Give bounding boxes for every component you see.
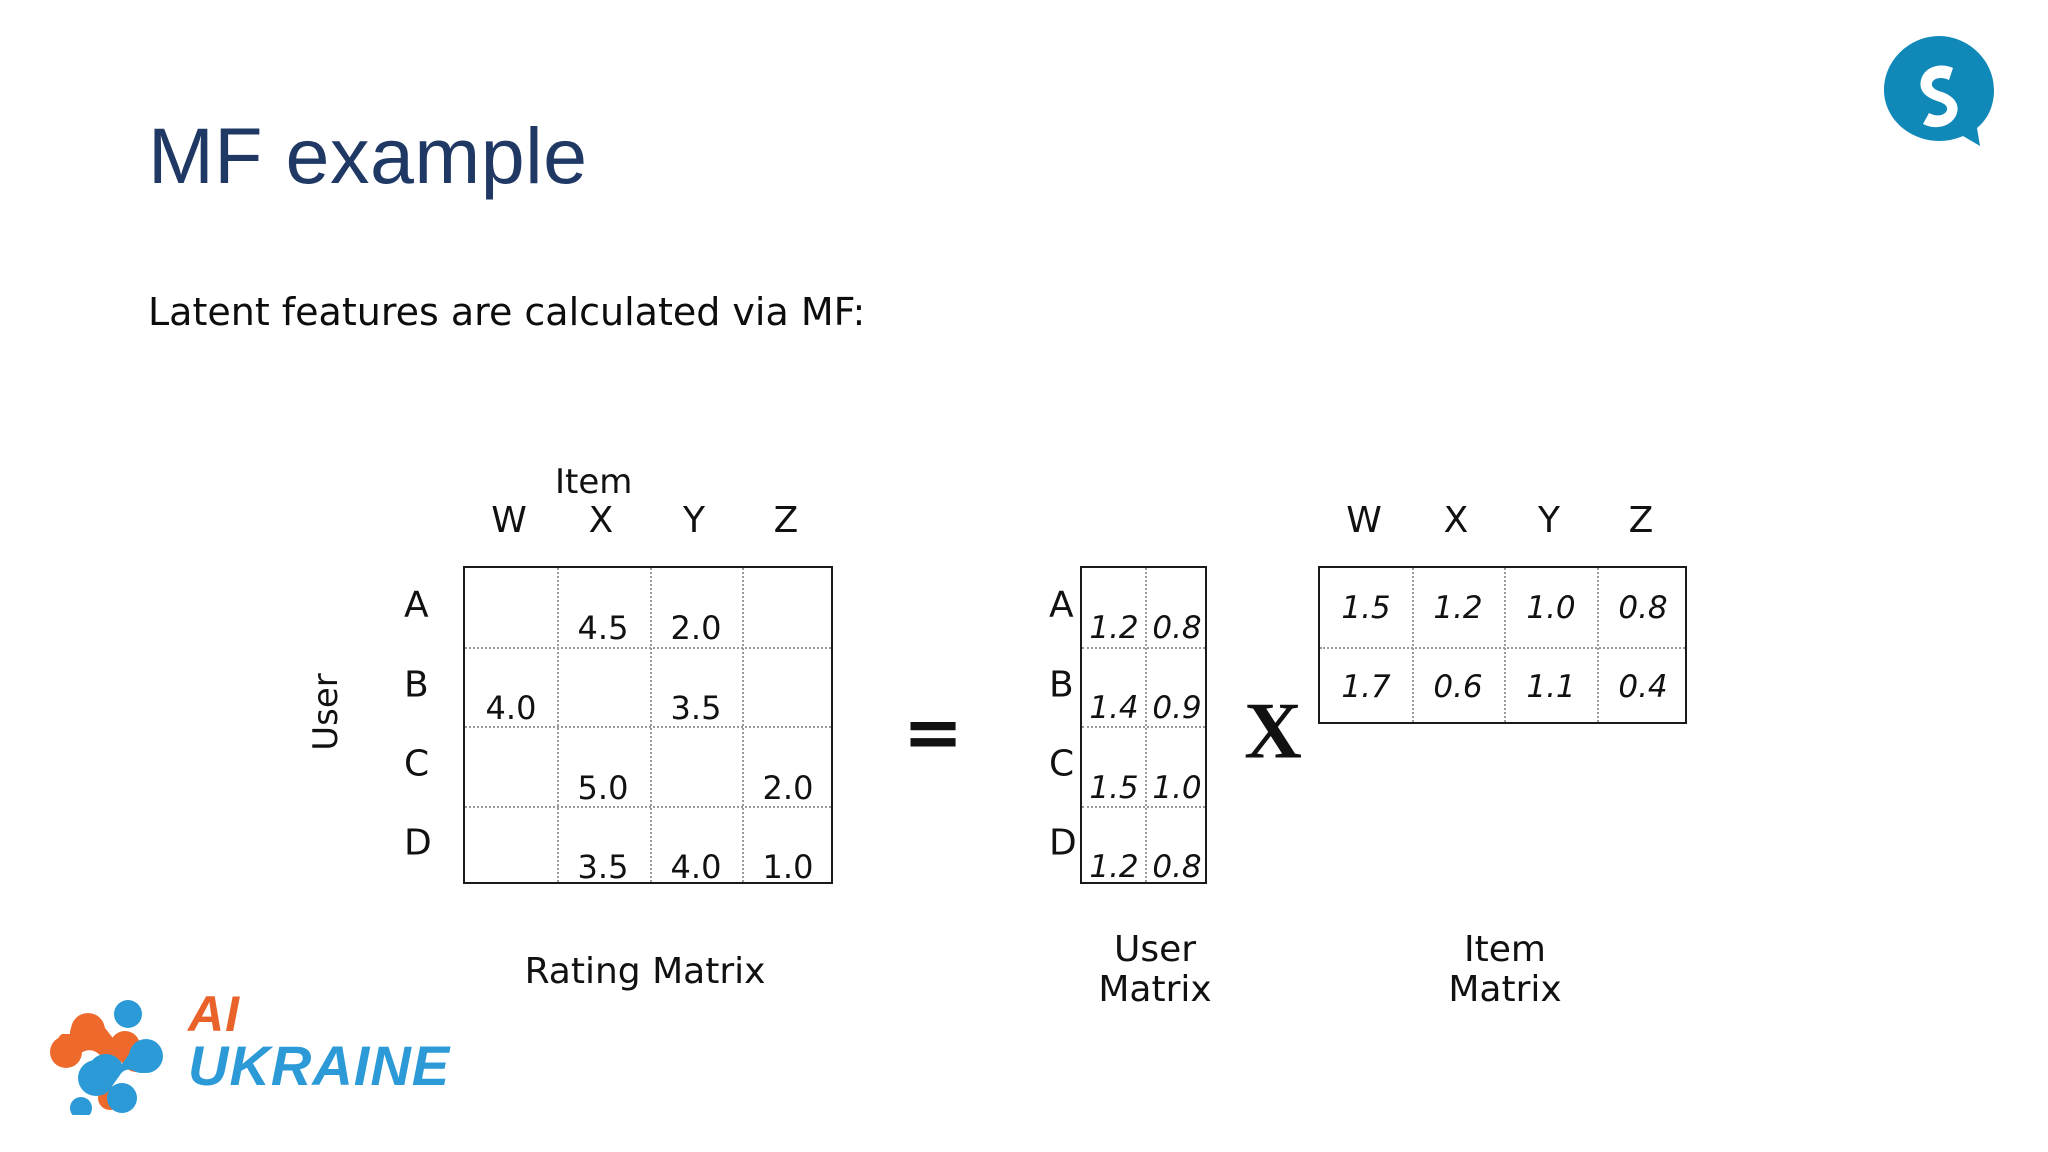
rating-col-header-z: Z: [773, 500, 799, 541]
item-col-header-z: Z: [1628, 500, 1654, 541]
rating-cell: 4.0: [670, 848, 722, 886]
rating-cell: 3.5: [670, 689, 722, 727]
user-matrix-caption: User Matrix: [1098, 929, 1212, 1011]
user-cell: 0.8: [1152, 610, 1202, 646]
grid-hline: [465, 806, 831, 808]
user-cell: 0.8: [1152, 849, 1202, 885]
equals-operator: =: [902, 690, 964, 774]
grid-hline: [465, 726, 831, 728]
speech-bubble-logo: [1880, 32, 1998, 150]
rating-cell: 2.0: [762, 769, 814, 807]
item-matrix-caption: Item Matrix: [1448, 929, 1562, 1011]
rating-cell: 2.0: [670, 609, 722, 647]
user-cell: 1.2: [1089, 849, 1139, 885]
item-cell: 1.0: [1526, 590, 1576, 626]
item-cell: 1.2: [1433, 590, 1483, 626]
user-axis-label: User: [306, 673, 346, 751]
item-cell: 0.8: [1618, 590, 1668, 626]
item-cell: 0.6: [1433, 669, 1483, 705]
rating-matrix-caption: Rating Matrix: [524, 951, 766, 992]
ai-ukraine-wordmark: AI UKRAINE: [188, 986, 451, 1097]
rating-cell: 3.5: [577, 848, 629, 886]
user-row-header-a: A: [1049, 584, 1074, 626]
slide-subtitle: Latent features are calculated via MF:: [148, 290, 866, 334]
user-matrix-caption-line2: Matrix: [1098, 969, 1212, 1011]
user-row-header-b: B: [1049, 664, 1074, 706]
rating-row-header-d: D: [404, 822, 432, 864]
grid-hline: [1320, 647, 1685, 649]
user-row-header-d: D: [1049, 822, 1077, 864]
item-cell: 1.1: [1526, 669, 1576, 705]
item-col-header-w: W: [1346, 500, 1382, 541]
speech-bubble-logo-icon: [1884, 36, 1994, 146]
user-cell: 0.9: [1152, 690, 1202, 726]
grid-vline: [1504, 568, 1506, 722]
user-matrix: 1.2 0.8 1.4 0.9 1.5 1.0 1.2 0.8: [1080, 566, 1207, 885]
item-col-header-x: X: [1443, 500, 1469, 541]
rating-cell: 4.0: [485, 689, 537, 727]
grid-hline: [1082, 647, 1205, 649]
grid-vline: [1412, 568, 1414, 722]
rating-matrix-grid: 4.5 2.0 4.0 3.5 5.0 2.0 3.5 4.0 1.0: [463, 566, 833, 886]
rating-row-header-b: B: [404, 664, 429, 706]
rating-row-header-c: C: [404, 743, 430, 785]
user-cell: 1.2: [1089, 610, 1139, 646]
grid-hline: [465, 647, 831, 649]
grid-vline: [742, 568, 744, 882]
rating-col-header-w: W: [491, 500, 527, 541]
user-cell: 1.0: [1152, 770, 1202, 806]
user-matrix-grid: 1.2 0.8 1.4 0.9 1.5 1.0 1.2 0.8: [1080, 566, 1207, 885]
item-axis-label: Item: [555, 462, 633, 502]
grid-vline: [650, 568, 652, 882]
user-cell: 1.5: [1089, 770, 1139, 806]
item-matrix-grid: 1.5 1.2 1.0 0.8 1.7 0.6 1.1 0.4: [1318, 566, 1687, 724]
rating-cell: 1.0: [762, 848, 814, 886]
user-row-header-c: C: [1049, 743, 1075, 785]
multiply-operator: X: [1244, 687, 1302, 776]
item-matrix-caption-line1: Item: [1464, 929, 1546, 970]
ukraine-wordmark-text: UKRAINE: [188, 1034, 451, 1097]
grid-vline: [1145, 568, 1147, 882]
rating-cell: 4.5: [577, 609, 629, 647]
item-col-header-y: Y: [1538, 500, 1560, 541]
page-title: MF example: [148, 111, 588, 200]
rating-row-header-a: A: [404, 584, 429, 626]
item-cell: 1.5: [1341, 590, 1391, 626]
user-cell: 1.4: [1089, 690, 1139, 726]
item-matrix-caption-line2: Matrix: [1448, 969, 1562, 1011]
grid-hline: [1082, 726, 1205, 728]
item-cell: 0.4: [1618, 669, 1668, 705]
grid-vline: [1597, 568, 1599, 722]
rating-matrix: 4.5 2.0 4.0 3.5 5.0 2.0 3.5 4.0 1.0: [463, 566, 833, 886]
rating-col-header-x: X: [588, 500, 614, 541]
rating-col-header-y: Y: [683, 500, 705, 541]
item-matrix: 1.5 1.2 1.0 0.8 1.7 0.6 1.1 0.4: [1318, 566, 1687, 724]
ai-wordmark-text: AI: [188, 986, 240, 1042]
grid-vline: [557, 568, 559, 882]
item-cell: 1.7: [1341, 669, 1391, 705]
user-matrix-caption-line1: User: [1113, 929, 1197, 970]
ai-ukraine-logo: AI UKRAINE: [48, 989, 449, 1120]
rating-cell: 5.0: [577, 769, 629, 807]
ai-ukraine-molecule-icon: [50, 1000, 163, 1115]
grid-hline: [1082, 806, 1205, 808]
